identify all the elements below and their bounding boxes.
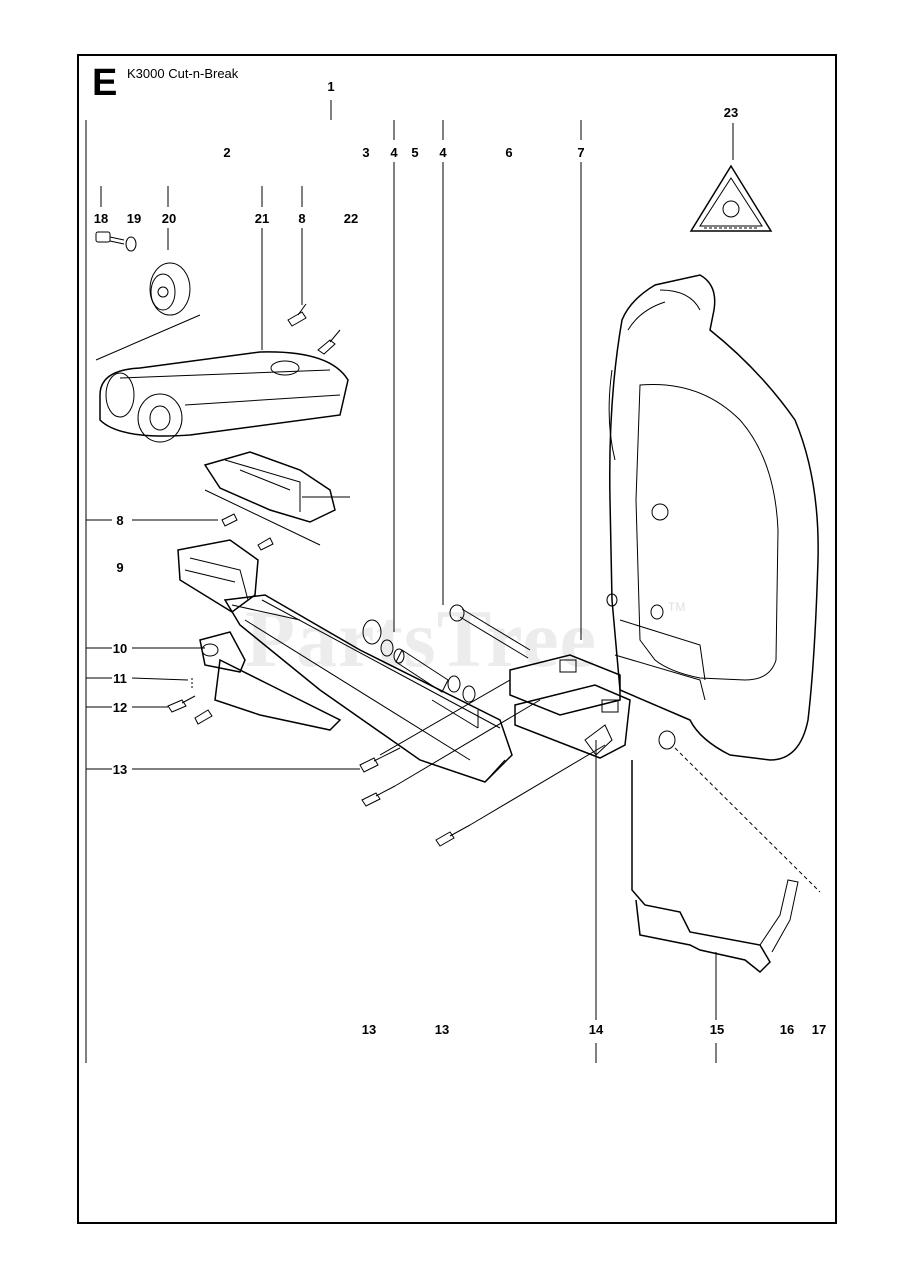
callout-6: 6 bbox=[505, 145, 513, 160]
callout-8a: 8 bbox=[298, 211, 306, 226]
arm bbox=[223, 594, 513, 783]
callout-12: 12 bbox=[112, 700, 128, 715]
callout-11: 11 bbox=[113, 671, 127, 686]
lower-bracket bbox=[167, 631, 246, 725]
bushing-parts bbox=[362, 619, 479, 729]
warning-label-triangle bbox=[689, 164, 773, 232]
watermark-tm: TM bbox=[668, 600, 686, 614]
guard-fin bbox=[214, 658, 342, 731]
clamp-plates bbox=[509, 654, 631, 759]
screws-13 bbox=[359, 747, 471, 847]
callout-20: 20 bbox=[161, 211, 177, 226]
callout-22: 22 bbox=[343, 211, 359, 226]
callout-14: 14 bbox=[588, 1022, 604, 1037]
callout-21: 21 bbox=[254, 211, 270, 226]
leader-11 bbox=[131, 677, 189, 681]
callout-4b: 4 bbox=[439, 145, 447, 160]
callout-9: 9 bbox=[116, 560, 124, 575]
nut bbox=[658, 730, 676, 750]
callout-13c: 13 bbox=[434, 1022, 450, 1037]
callout-13b: 13 bbox=[361, 1022, 377, 1037]
support-wire bbox=[631, 760, 799, 974]
bracket-clamp bbox=[203, 451, 336, 523]
section-letter: E bbox=[92, 62, 118, 104]
arm-mount bbox=[177, 539, 259, 613]
screws-top bbox=[287, 303, 341, 355]
guard-cover bbox=[99, 351, 349, 443]
callout-18: 18 bbox=[93, 211, 109, 226]
long-bolt bbox=[449, 604, 531, 659]
callout-1: 1 bbox=[327, 79, 335, 94]
callout-4a: 4 bbox=[390, 145, 398, 160]
callout-5: 5 bbox=[411, 145, 419, 160]
watermark: PartsTree bbox=[245, 593, 598, 684]
section-title: K3000 Cut-n-Break bbox=[127, 66, 239, 81]
saw-body bbox=[606, 274, 819, 761]
callout-2: 2 bbox=[223, 145, 231, 160]
diagram-frame bbox=[77, 54, 837, 1224]
callout-19: 19 bbox=[126, 211, 142, 226]
callout-17: 17 bbox=[811, 1022, 827, 1037]
callout-16: 16 bbox=[779, 1022, 795, 1037]
callout-23: 23 bbox=[723, 105, 739, 120]
callout-8b: 8 bbox=[116, 513, 124, 528]
callout-15: 15 bbox=[709, 1022, 725, 1037]
callout-3: 3 bbox=[362, 145, 370, 160]
callout-10: 10 bbox=[112, 641, 128, 656]
callout-7: 7 bbox=[577, 145, 585, 160]
callout-13a: 13 bbox=[112, 762, 128, 777]
wheel-assembly bbox=[95, 231, 191, 316]
